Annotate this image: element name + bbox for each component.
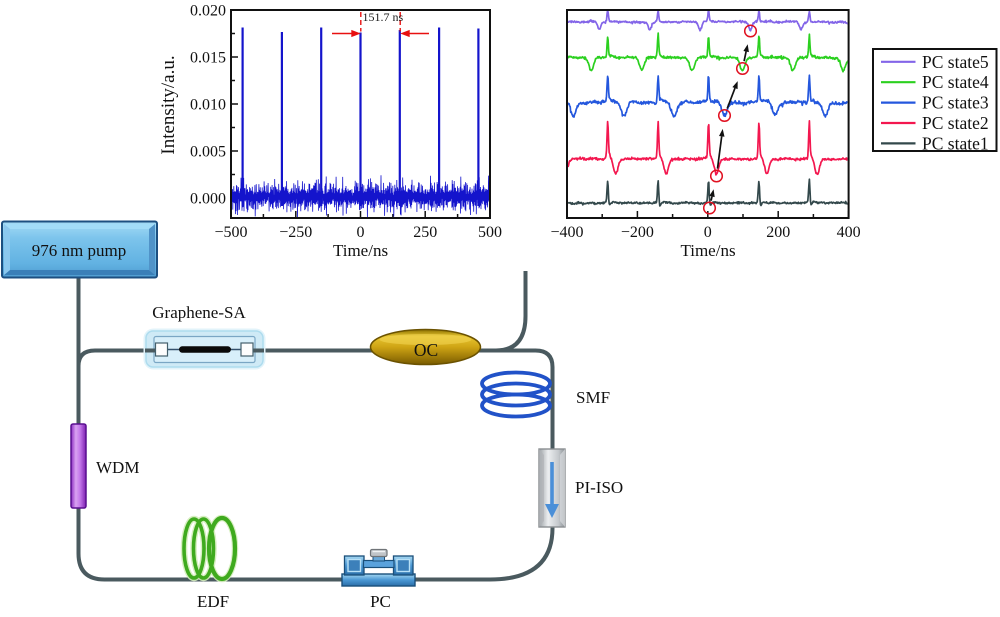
svg-text:0.005: 0.005 [190, 144, 226, 161]
svg-text:SMF: SMF [576, 388, 610, 407]
svg-text:0.015: 0.015 [190, 50, 226, 67]
svg-text:151.7 ns: 151.7 ns [363, 10, 404, 24]
svg-text:976 nm pump: 976 nm pump [32, 241, 126, 260]
svg-text:PC state4: PC state4 [922, 72, 989, 92]
svg-text:Intensity/a.u.: Intensity/a.u. [158, 55, 179, 154]
svg-text:0: 0 [704, 224, 712, 241]
svg-text:0.010: 0.010 [190, 97, 226, 114]
svg-text:PC state3: PC state3 [922, 93, 989, 113]
svg-text:Time/ns: Time/ns [333, 241, 388, 260]
svg-text:500: 500 [478, 224, 502, 241]
svg-text:WDM: WDM [96, 458, 139, 477]
svg-text:0.000: 0.000 [190, 191, 226, 208]
svg-text:PC state1: PC state1 [922, 133, 989, 153]
svg-text:OC: OC [414, 340, 438, 360]
svg-text:PI-ISO: PI-ISO [575, 478, 623, 497]
svg-text:0: 0 [357, 224, 365, 241]
svg-text:0.020: 0.020 [190, 3, 226, 20]
svg-text:200: 200 [766, 224, 790, 241]
svg-text:−200: −200 [621, 224, 654, 241]
svg-text:PC state5: PC state5 [922, 52, 989, 72]
svg-text:EDF: EDF [197, 592, 229, 611]
svg-text:Graphene-SA: Graphene-SA [152, 303, 246, 322]
svg-text:Time/ns: Time/ns [680, 241, 735, 260]
svg-text:−500: −500 [214, 224, 247, 241]
svg-text:−400: −400 [550, 224, 583, 241]
svg-text:250: 250 [413, 224, 437, 241]
svg-text:400: 400 [837, 224, 861, 241]
svg-text:PC state2: PC state2 [922, 113, 989, 133]
svg-text:PC: PC [370, 592, 391, 611]
svg-text:−250: −250 [279, 224, 312, 241]
